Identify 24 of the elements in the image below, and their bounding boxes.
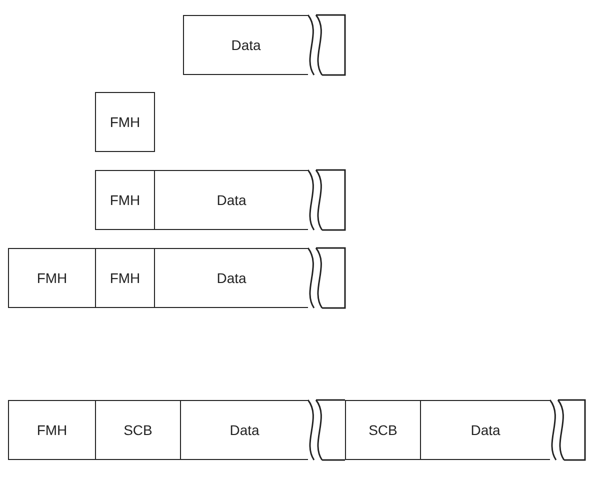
field-label: Data [216, 270, 246, 286]
field-label: FMH [36, 270, 68, 286]
field-box [180, 400, 308, 460]
field-box [8, 400, 96, 460]
field-box [95, 400, 181, 460]
field-box [183, 15, 308, 75]
field-box [345, 400, 421, 460]
field-box [95, 248, 155, 308]
field-label: Data [470, 422, 500, 438]
field-box [8, 248, 96, 308]
field-label: Data [231, 37, 261, 53]
field-label: SCB [368, 422, 398, 438]
field-label: FMH [110, 114, 140, 130]
field-box [95, 92, 155, 152]
field-label: SCB [124, 422, 152, 438]
field-label: FMH [36, 422, 68, 438]
field-box [420, 400, 550, 460]
field-box [154, 248, 308, 308]
field-label: FMH [110, 192, 140, 208]
field-label: FMH [110, 270, 140, 286]
field-box [95, 170, 155, 230]
field-box [154, 170, 308, 230]
field-label: Data [216, 192, 246, 208]
field-label: Data [230, 422, 260, 438]
